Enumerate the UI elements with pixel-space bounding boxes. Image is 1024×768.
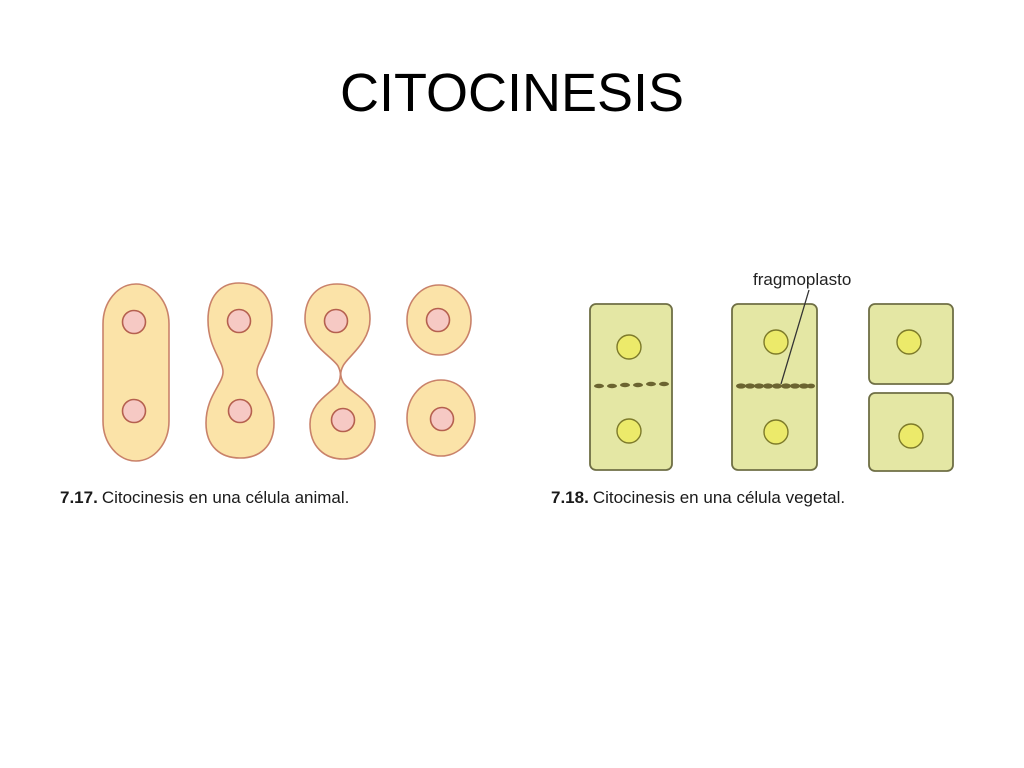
cell-plate-dashes bbox=[594, 381, 669, 389]
label-leader-line bbox=[780, 289, 810, 385]
animal-cell-stage-2 bbox=[205, 282, 275, 459]
animal-cell-stage-4 bbox=[406, 284, 476, 457]
caption-plant: 7.18.Citocinesis en una célula vegetal. bbox=[551, 488, 845, 508]
figure-number-plant: 7.18. bbox=[551, 488, 589, 507]
caption-text-animal: Citocinesis en una célula animal. bbox=[101, 488, 350, 507]
plant-cells: fragmoplasto bbox=[589, 270, 954, 472]
page-title: CITOCINESIS bbox=[339, 63, 685, 123]
animal-cells bbox=[102, 282, 476, 462]
caption-animal: 7.17.Citocinesis en una célula animal. bbox=[60, 488, 349, 508]
plant-cell-stage-2 bbox=[731, 289, 818, 471]
animal-cell-stage-1 bbox=[102, 283, 170, 462]
plant-cell-stage-3 bbox=[868, 303, 954, 472]
plant-cell-stage-1 bbox=[589, 303, 673, 471]
animal-cell-stage-3 bbox=[304, 283, 376, 460]
phragmoplast-line bbox=[736, 383, 815, 389]
figure-number-animal: 7.17. bbox=[60, 488, 98, 507]
caption-text-plant: Citocinesis en una célula vegetal. bbox=[592, 488, 846, 507]
phragmoplast-label: fragmoplasto bbox=[753, 270, 851, 289]
